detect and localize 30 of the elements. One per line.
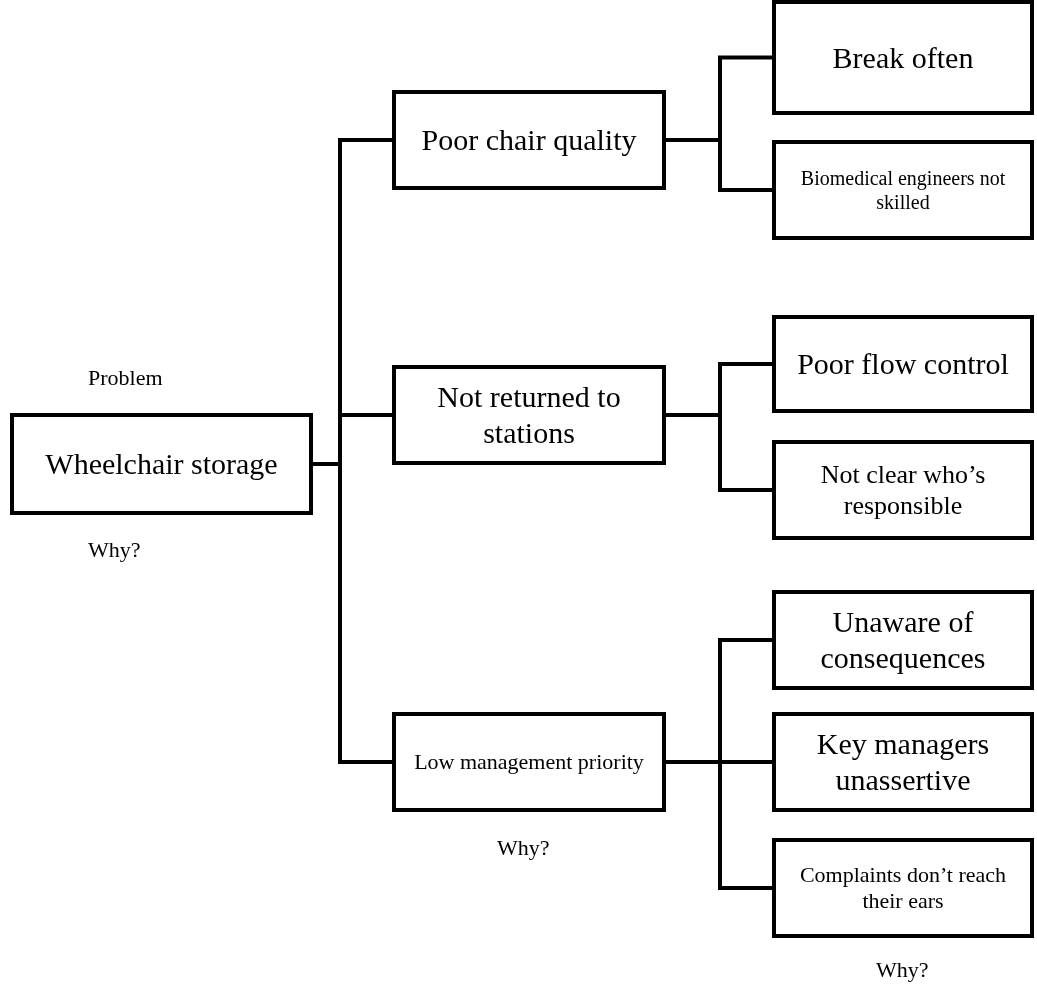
box-text: Key managers unassertive xyxy=(815,726,991,798)
cause-box xyxy=(392,365,666,465)
connector-line xyxy=(666,413,772,492)
cause-box xyxy=(772,140,1034,240)
box-text: Low management priority xyxy=(414,748,644,776)
box-text: Not returned to stations xyxy=(436,379,622,451)
cause-box xyxy=(10,413,313,515)
box-text: Biomedical engineers not skilled xyxy=(799,166,1007,214)
box-text: Unaware of consequences xyxy=(819,604,987,676)
cause-box xyxy=(772,0,1034,115)
box-text: Complaints don’t reach their ears xyxy=(798,861,1008,915)
box-text: Not clear who’s responsible xyxy=(819,458,987,522)
annotation-text: Why? xyxy=(876,957,929,983)
cause-box xyxy=(392,90,666,190)
cause-box xyxy=(772,838,1034,938)
cause-box xyxy=(772,440,1034,540)
box-text: Wheelchair storage xyxy=(45,446,278,482)
cause-box xyxy=(392,712,666,812)
box-text: Poor chair quality xyxy=(421,122,637,158)
cause-box xyxy=(772,590,1034,690)
box-text: Poor flow control xyxy=(797,346,1009,382)
connector-line xyxy=(666,760,772,890)
cause-box xyxy=(772,315,1034,413)
box-text: Break often xyxy=(832,39,974,76)
annotation-text: Problem xyxy=(88,365,163,391)
annotation-text: Why? xyxy=(497,835,550,861)
connector-line xyxy=(313,462,392,764)
connector-line xyxy=(666,138,772,192)
annotation-text: Why? xyxy=(88,537,141,563)
cause-box xyxy=(772,712,1034,812)
